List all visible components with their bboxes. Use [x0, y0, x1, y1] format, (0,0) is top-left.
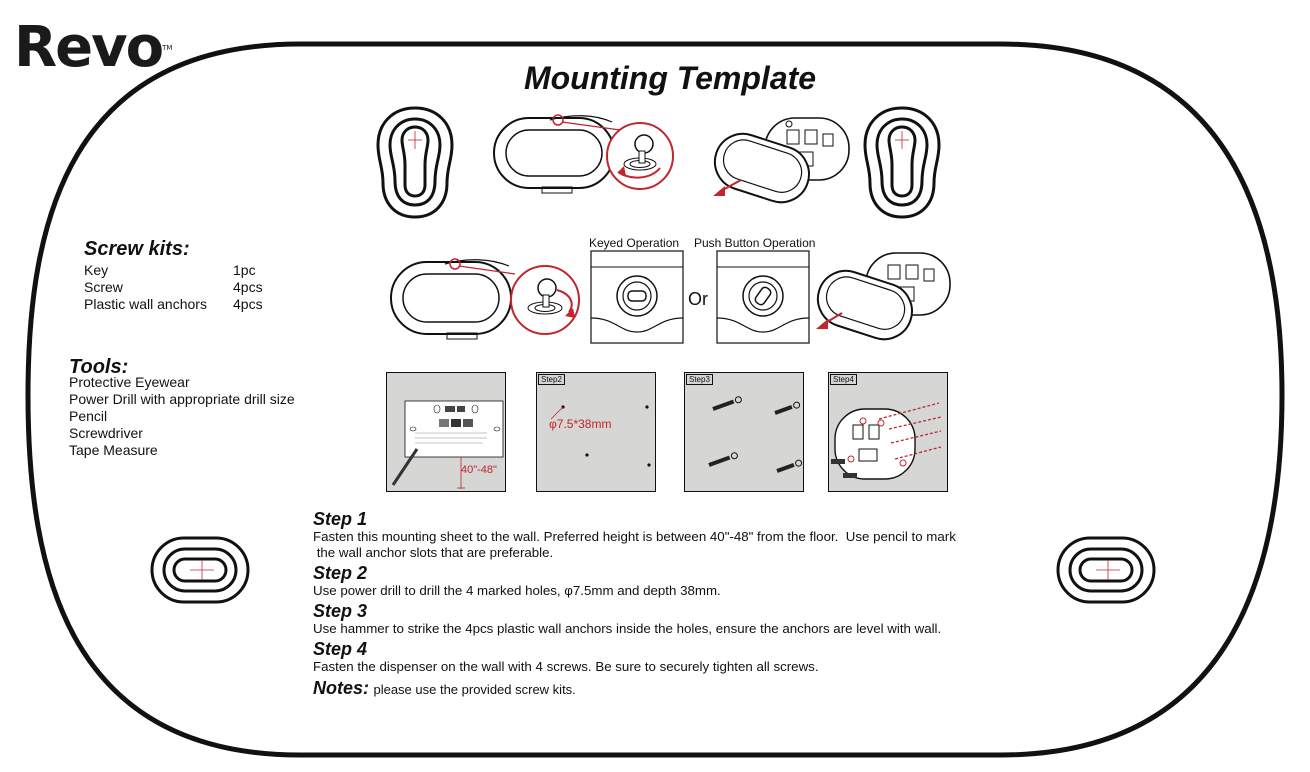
step4-title: Step 4 [313, 639, 368, 659]
step3-text-line: Use hammer to strike the 4pcs plastic wa… [313, 621, 942, 636]
step2-diagram: Step2 φ7.5*38mm [536, 372, 656, 492]
or-label: Or [688, 289, 708, 309]
keyed-operation-label: Keyed Operation [589, 236, 680, 250]
notes-label: Notes: [313, 678, 370, 698]
push-button-operation-label: Push Button Operation [694, 236, 816, 250]
step4-diagram: Step4 [828, 372, 948, 492]
dispenser-key-illustration [493, 114, 674, 194]
tool-item: Power Drill with appropriate drill size [69, 391, 295, 407]
kit-item-qty: 4pcs [233, 279, 263, 295]
drill-holes-icon [550, 405, 651, 467]
fasten-dispenser-icon [831, 402, 942, 480]
kit-item: Screw 4pcs [84, 279, 324, 295]
tool-item: Pencil [69, 408, 108, 424]
mounting-sheet-icon [391, 400, 504, 489]
step3-title: Step 3 [313, 601, 368, 621]
tools-heading: Tools: [69, 356, 129, 378]
wall-anchors-icon [708, 396, 803, 473]
step4-text-line: Fasten the dispenser on the wall with 4 … [313, 659, 819, 674]
kit-item: Key 1pc [84, 262, 324, 278]
dispenser-open-illustration [713, 117, 850, 204]
keyhole-slot-right-icon [863, 106, 941, 219]
kit-item-name: Plastic wall anchors [84, 296, 207, 312]
oval-slot-right-icon [1056, 536, 1156, 604]
step1-title: Step 1 [313, 509, 368, 529]
step2-title: Step 2 [313, 563, 368, 583]
steps-section: Step 1 Fasten this mounting sheet to the… [313, 509, 1053, 699]
screw-kits-list: Key 1pc Screw 4pcs Plastic wall anchors … [84, 262, 324, 314]
kit-item-name: Key [84, 262, 109, 278]
tool-item: Tape Measure [69, 442, 158, 458]
oval-slot-left-icon [150, 536, 250, 604]
step1-text-line: Fasten this mounting sheet to the wall. … [313, 529, 956, 544]
hole-size-label: φ7.5*38mm [549, 417, 612, 431]
notes-text: please use the provided screw kits. [373, 682, 576, 697]
kit-item-qty: 1pc [233, 262, 256, 278]
push-button-lock-panel [716, 250, 810, 344]
keyhole-slot-left-icon [376, 106, 454, 219]
notes-line: Notes: please use the provided screw kit… [313, 678, 1053, 699]
dispenser-key-illustration-2 [390, 258, 580, 340]
revo-logo: RevoTM [14, 15, 173, 80]
step2-label: Step2 [538, 374, 565, 385]
screw-kits-heading: Screw kits: [84, 238, 190, 260]
kit-item-name: Screw [84, 279, 123, 295]
step4-label: Step4 [830, 374, 857, 385]
keyed-lock-panel [590, 250, 684, 344]
step2-text-line: Use power drill to drill the 4 marked ho… [313, 583, 721, 598]
tool-item: Protective Eyewear [69, 374, 190, 390]
kit-item: Plastic wall anchors 4pcs [84, 296, 324, 312]
step3-label: Step3 [686, 374, 713, 385]
tool-item: Screwdriver [69, 425, 143, 441]
height-range-label: 40"-48" [461, 464, 497, 476]
page-title: Mounting Template [523, 60, 817, 96]
dispenser-open-illustration-2 [816, 252, 951, 341]
step1-text-line: the wall anchor slots that are preferabl… [313, 545, 554, 560]
step3-diagram: Step3 [684, 372, 804, 492]
kit-item-qty: 4pcs [233, 296, 263, 312]
tools-list: Protective Eyewear Power Drill with appr… [69, 374, 329, 459]
step1-diagram: 40"-48" [386, 372, 506, 492]
